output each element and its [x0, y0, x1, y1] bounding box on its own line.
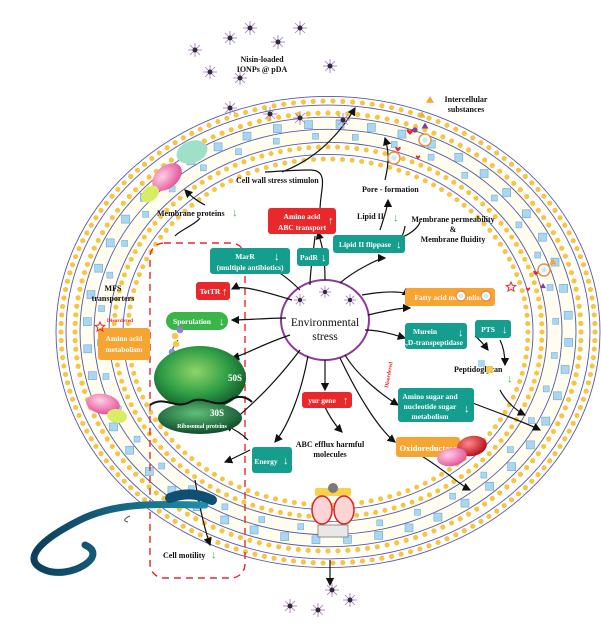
efflux-pump — [311, 483, 355, 538]
sporulation-text: Sporulation — [173, 317, 212, 326]
np-label-1: Nisin-loaded — [240, 55, 284, 64]
padr-box — [297, 248, 329, 266]
padr-text: PadR — [300, 253, 319, 262]
murein-line2: L,D-transpeptidase — [401, 338, 464, 347]
center-label-2: stress — [312, 331, 338, 343]
murein-line1: Murein — [413, 327, 438, 336]
down-arrow-membrane-proteins: ↓ — [232, 207, 238, 219]
down-arrow-marr: ↓ — [274, 251, 280, 263]
fatty-acid-text: Fatty acid metabolism — [414, 293, 486, 302]
amino-sugar-line1: Amino sugar and — [402, 392, 458, 401]
amino-abc-line2: ABC transport — [278, 223, 327, 232]
down-arrow-lipid-ii: ↓ — [393, 212, 399, 224]
abc-efflux-label-2: molecules — [313, 450, 346, 459]
marr-box — [210, 248, 290, 274]
marr-line1: MarR — [235, 252, 255, 261]
ribosome-30s — [158, 402, 242, 434]
up-arrow-yur: ↑ — [343, 395, 349, 407]
amino-sugar-line2: nucleotide sugar — [404, 402, 457, 411]
intercellular-label-1: Intercellular — [445, 95, 488, 104]
s50-label: 50S — [228, 373, 242, 383]
cell-wall-stress-label: Cell wall stress stimulon — [236, 176, 319, 185]
membrane-permeability-3: Membrane fluidity — [421, 235, 486, 244]
amino-left-line1: Amino acid — [106, 334, 144, 343]
disordered-left-label: Disordered — [107, 318, 133, 324]
peptidoglycan-label: Peptidoglycan — [454, 365, 503, 374]
down-arrow-energy: ↓ — [283, 455, 289, 467]
membrane-transporters — [86, 140, 487, 467]
intercellular-molecules — [94, 96, 557, 373]
lipid-ii-label: Lipid II — [357, 212, 384, 221]
oxidoreductase-text: Oxidoreductase — [400, 443, 457, 453]
flagellum — [30, 489, 217, 576]
down-arrow-peptidoglycan: ↓ — [507, 373, 513, 385]
pore-formation-label: Pore - formation — [362, 185, 419, 194]
mfs-label-1: MFS — [105, 284, 122, 293]
disordered-right-label: Disordered — [384, 362, 394, 389]
murein-box — [405, 323, 467, 349]
nanoparticles-outside — [188, 21, 357, 617]
sporulation-box — [166, 312, 228, 330]
marr-line2: (multiple antibiotics) — [217, 263, 284, 272]
ribosome: 50S 30S Ribosomal proteins — [149, 326, 253, 434]
down-arrow-sporulation: ↓ — [219, 316, 225, 328]
cell-motility-label: Cell motility — [163, 551, 205, 560]
amino-left-line2: metabolism — [105, 345, 143, 354]
membrane-permeability-1: Membrane permeability — [411, 215, 494, 224]
ribosomal-proteins-label: Ribosomal proteins — [177, 424, 227, 430]
center-nanoparticles — [294, 286, 356, 306]
down-arrow-flippase: ↓ — [396, 239, 402, 251]
s30-label: 30S — [210, 408, 224, 418]
pts-text: PTS — [481, 325, 495, 334]
yur-gene-box — [302, 392, 352, 408]
amino-abc-line1: Amino acid — [284, 212, 322, 221]
amino-acid-abc-box — [268, 208, 336, 234]
lipid-flippase-text: Lipid II flippase — [339, 240, 392, 249]
membrane-permeability-2: & — [450, 225, 457, 234]
tetr-text: TetTR — [200, 287, 221, 296]
membrane-proteins-label: Membrane proteins — [157, 209, 225, 218]
amino-acid-metabolism-box — [98, 328, 150, 360]
down-arrow-cell-motility: ↓ — [211, 549, 217, 561]
ribosome-50s — [154, 346, 246, 410]
energy-text: Energy — [254, 457, 278, 466]
yur-text: yur gene — [308, 396, 336, 405]
amino-sugar-line3: metabolism — [411, 412, 449, 421]
up-arrow-amino-abc: ↑ — [328, 215, 334, 227]
down-arrow-amino-sugar: ↓ — [464, 403, 470, 415]
down-arrow-murein: ↓ — [458, 327, 464, 339]
fatty-acid-box — [405, 288, 495, 306]
down-arrow-pts: ↓ — [502, 324, 508, 336]
lipid-flippase-box — [333, 235, 405, 253]
intercellular-label-2: substances — [448, 105, 484, 114]
center-label-1: Environmental — [291, 317, 359, 329]
np-label-2: IONPs @ pDA — [237, 65, 288, 74]
amino-sugar-box — [398, 388, 474, 422]
abc-efflux-label-1: ABC efflux harmful — [296, 440, 365, 449]
energy-box — [252, 447, 292, 473]
mfs-label-2: transporters — [92, 294, 135, 303]
up-arrow-tetr: ↑ — [222, 286, 228, 298]
down-arrow-padr: ↓ — [321, 252, 327, 264]
pts-box — [475, 320, 511, 338]
mrna-strand — [149, 395, 253, 406]
tetr-box — [196, 282, 230, 300]
